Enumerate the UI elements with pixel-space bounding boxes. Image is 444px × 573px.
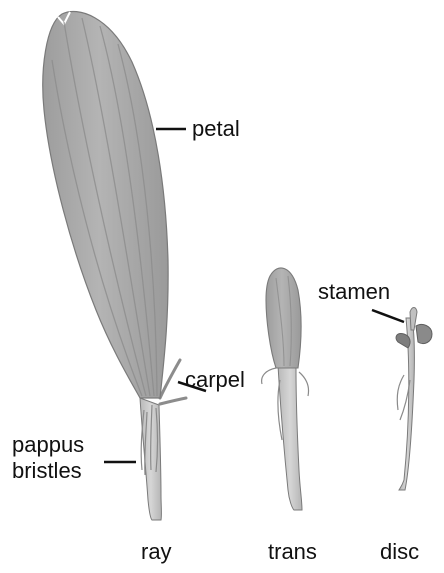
bristles-label: bristles	[12, 459, 82, 483]
stamen-label: stamen	[318, 280, 390, 304]
disc-floret	[396, 308, 432, 491]
pappus-label: pappus	[12, 433, 84, 457]
disc-floret-label: disc	[380, 540, 419, 564]
ray-floret-label: ray	[141, 540, 172, 564]
carpel-label: carpel	[185, 368, 245, 392]
trans-floret-label: trans	[268, 540, 317, 564]
stamen-leader-line	[372, 310, 404, 322]
petal-label: petal	[192, 117, 240, 141]
trans-floret	[262, 268, 309, 510]
ray-carpel	[160, 360, 186, 404]
